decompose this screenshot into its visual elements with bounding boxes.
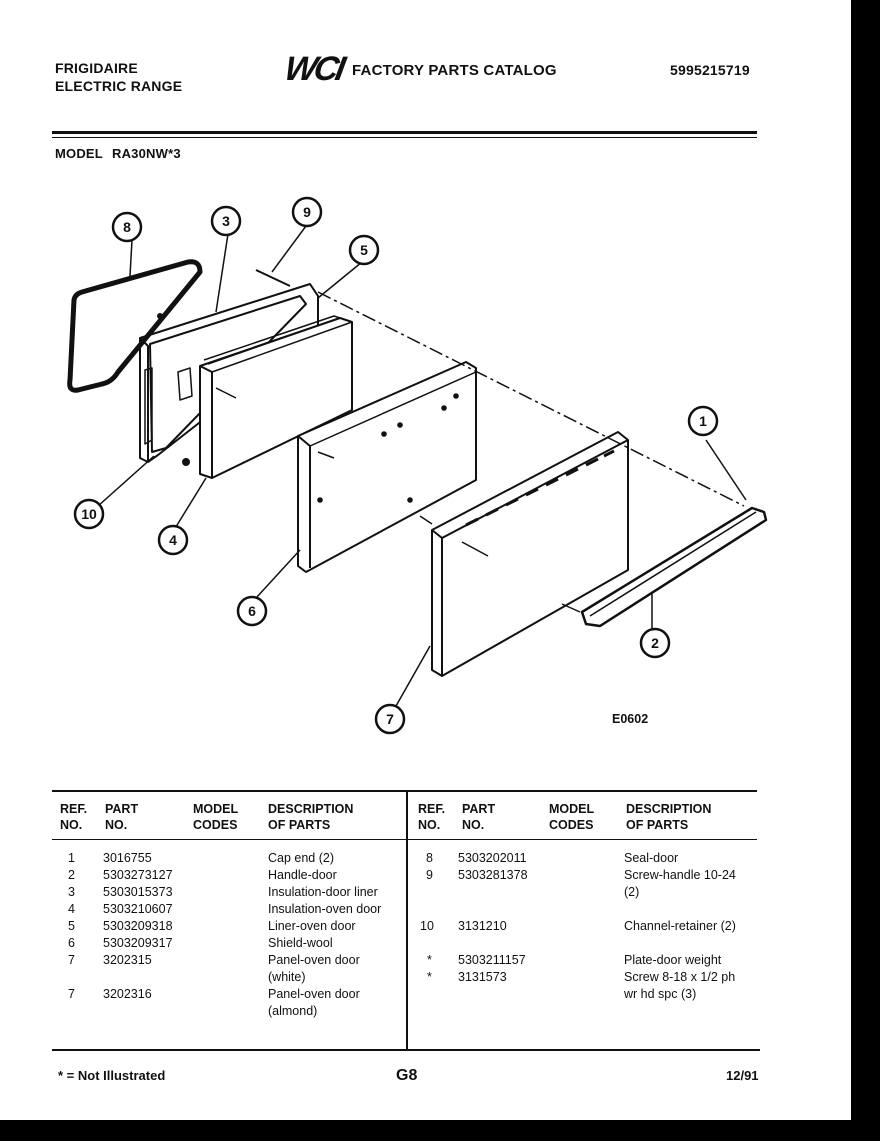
callout-10: 10 (81, 506, 97, 522)
ref-cell: 4 (68, 902, 75, 916)
part-cell: 5303281378 (458, 868, 528, 882)
table-row: 9 5303281378 Screw-handle 10-24 (2) (406, 867, 766, 918)
ref-cell: 6 (68, 936, 75, 950)
model-number: RA30NW*3 (112, 146, 181, 161)
wci-logo: WCI (281, 50, 346, 88)
header-model-codes-right: MODEL CODES (549, 802, 595, 832)
header-description-left: DESCRIPTION OF PARTS (268, 802, 354, 832)
table-row: 3 5303015373 Insulation-door liner (0, 884, 406, 901)
part-cell: 5303210607 (103, 902, 173, 916)
table-row: 6 5303209317 Shield-wool (0, 935, 406, 952)
header-part-no-right: PART NO. (462, 802, 496, 832)
desc-cell: Plate-door weight (624, 953, 722, 967)
callout-1: 1 (699, 413, 707, 429)
part-cell: 5303202011 (458, 851, 527, 865)
leader-lines (97, 225, 747, 707)
ref-cell: 5 (68, 919, 75, 933)
parts-catalog-page: FRIGIDAIRE ELECTRIC RANGE WCI FACTORY PA… (0, 0, 851, 1120)
callout-4: 4 (169, 532, 177, 548)
page-number: G8 (396, 1067, 418, 1084)
part-cell: 3131573 (458, 970, 507, 984)
table-row: 4 5303210607 Insulation-oven door (0, 901, 406, 918)
desc-cell: Channel-retainer (2) (624, 919, 736, 933)
shield-wool-part (297, 361, 477, 573)
model-label: MODEL (55, 146, 103, 161)
table-bottom-rule (52, 1049, 760, 1051)
table-header-rule (52, 839, 757, 840)
header-description-right: DESCRIPTION OF PARTS (626, 802, 712, 832)
part-cell: 5303209318 (103, 919, 173, 933)
desc-cell: Liner-oven door (268, 919, 356, 933)
part-cell: 5303015373 (103, 885, 173, 899)
exploded-parts-diagram: 8 3 9 5 1 10 4 6 2 7 E0602 (67, 196, 768, 735)
callout-labels: 8 3 9 5 1 10 4 6 2 7 E0602 (81, 204, 707, 727)
header-model-codes-left: MODEL CODES (193, 802, 239, 832)
callout-9: 9 (303, 204, 311, 220)
part-cell: 3131210 (458, 919, 507, 933)
figure-code: E0602 (612, 712, 648, 726)
footnote-not-illustrated: * = Not Illustrated (58, 1068, 166, 1083)
catalog-number: 5995215719 (670, 62, 750, 78)
ref-cell: * (427, 970, 432, 984)
desc-cell: Insulation-door liner (268, 885, 378, 899)
desc-cell: Cap end (2) (268, 851, 335, 865)
ref-cell: * (427, 953, 432, 967)
screw-part (255, 269, 291, 287)
table-row: * 3131573 Screw 8-18 x 1/2 ph wr hd spc … (406, 969, 766, 1003)
desc-cell: Shield-wool (268, 936, 333, 950)
part-cell: 5303209317 (103, 936, 173, 950)
ref-cell: 3 (68, 885, 75, 899)
desc-cell: Screw-handle 10-24 (2) (624, 868, 736, 899)
desc-cell: Insulation-oven door (268, 902, 382, 916)
header-rule-thick (52, 131, 757, 134)
table-row: 1 3016755 Cap end (2) (0, 850, 406, 867)
outer-panel-part (431, 431, 629, 677)
table-center-divider (406, 792, 408, 1050)
table-row: 10 3131210 Channel-retainer (2) (406, 918, 766, 952)
insulation-oven-door-part (199, 315, 353, 479)
part-cell: 5303211157 (458, 953, 526, 967)
table-top-rule (52, 790, 757, 792)
header-part-no-left: PART NO. (105, 802, 139, 832)
ref-cell: 2 (68, 868, 75, 882)
catalog-title: FACTORY PARTS CATALOG (352, 62, 557, 79)
ref-cell: 7 (68, 987, 75, 1001)
brand-name: FRIGIDAIRE (55, 60, 138, 76)
callout-2: 2 (651, 635, 659, 651)
header-ref-no-left: REF. NO. (60, 802, 88, 832)
door-handle-part (580, 506, 768, 628)
part-cell: 3202316 (103, 987, 152, 1001)
callout-3: 3 (222, 213, 230, 229)
part-cell: 3202315 (103, 953, 152, 967)
ref-cell: 10 (420, 919, 434, 933)
desc-cell: Panel-oven door (almond) (268, 987, 360, 1018)
table-row: 5 5303209318 Liner-oven door (0, 918, 406, 935)
callout-8: 8 (123, 219, 131, 235)
table-row: 2 5303273127 Handle-door (0, 867, 406, 884)
callout-6: 6 (248, 603, 256, 619)
table-row: 7 3202315 Panel-oven door (white) (0, 952, 406, 986)
desc-cell: Seal-door (624, 851, 679, 865)
ref-cell: 1 (68, 851, 75, 865)
ref-cell: 9 (426, 868, 433, 882)
header-rule-thin (52, 137, 757, 138)
assembly-axis-line (317, 291, 745, 507)
ref-cell: 7 (68, 953, 75, 967)
part-cell: 5303273127 (103, 868, 173, 882)
part-cell: 3016755 (103, 851, 152, 865)
ref-cell: 8 (426, 851, 433, 865)
desc-cell: Panel-oven door (white) (268, 953, 360, 984)
revision-date: 12/91 (726, 1068, 759, 1083)
table-row: 8 5303202011 Seal-door (406, 850, 766, 867)
desc-cell: Handle-door (268, 868, 337, 882)
header-ref-no-right: REF. NO. (418, 802, 446, 832)
callouts (73, 196, 719, 735)
callout-5: 5 (360, 242, 368, 258)
door-seal-part (67, 259, 203, 393)
product-type: ELECTRIC RANGE (55, 78, 183, 94)
desc-cell: Screw 8-18 x 1/2 ph wr hd spc (3) (624, 970, 736, 1001)
callout-7: 7 (386, 711, 394, 727)
table-row: 7 3202316 Panel-oven door (almond) (0, 986, 406, 1020)
table-row: * 5303211157 Plate-door weight (406, 952, 766, 969)
